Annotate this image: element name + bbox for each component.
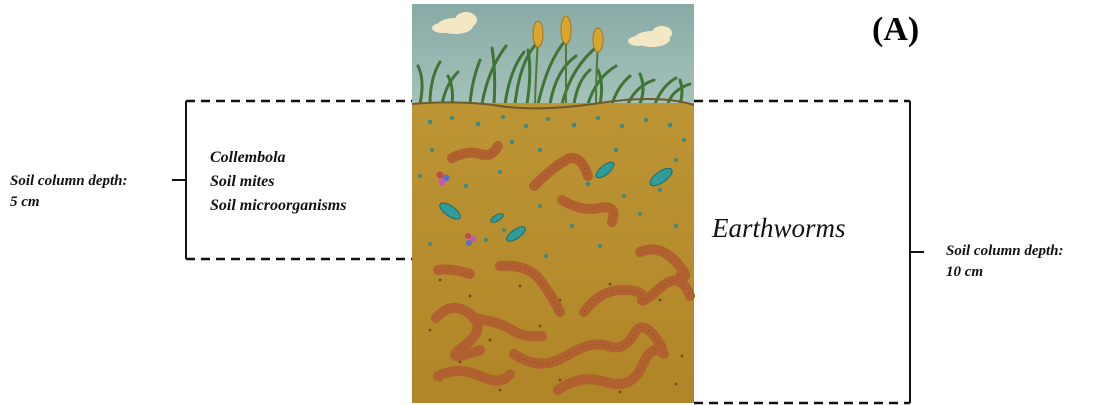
- right-depth-value: 10 cm: [946, 264, 983, 280]
- left-depth-label: Soil column depth:: [10, 173, 128, 189]
- right-depth-bracket: [694, 101, 924, 403]
- right-depth-label: Soil column depth:: [946, 243, 1064, 259]
- soil-column-illustration: [412, 4, 694, 403]
- earthworm: [438, 270, 470, 275]
- panel-label: (A): [872, 11, 919, 48]
- organism-label-earthworms: Earthworms: [711, 213, 846, 243]
- organism-label-soil-microorganisms: Soil microorganisms: [210, 197, 346, 214]
- left-depth-value: 5 cm: [10, 194, 40, 210]
- organism-label-collembola: Collembola: [210, 149, 286, 166]
- organism-label-soil-mites: Soil mites: [210, 173, 274, 190]
- left-depth-bracket: [172, 101, 412, 259]
